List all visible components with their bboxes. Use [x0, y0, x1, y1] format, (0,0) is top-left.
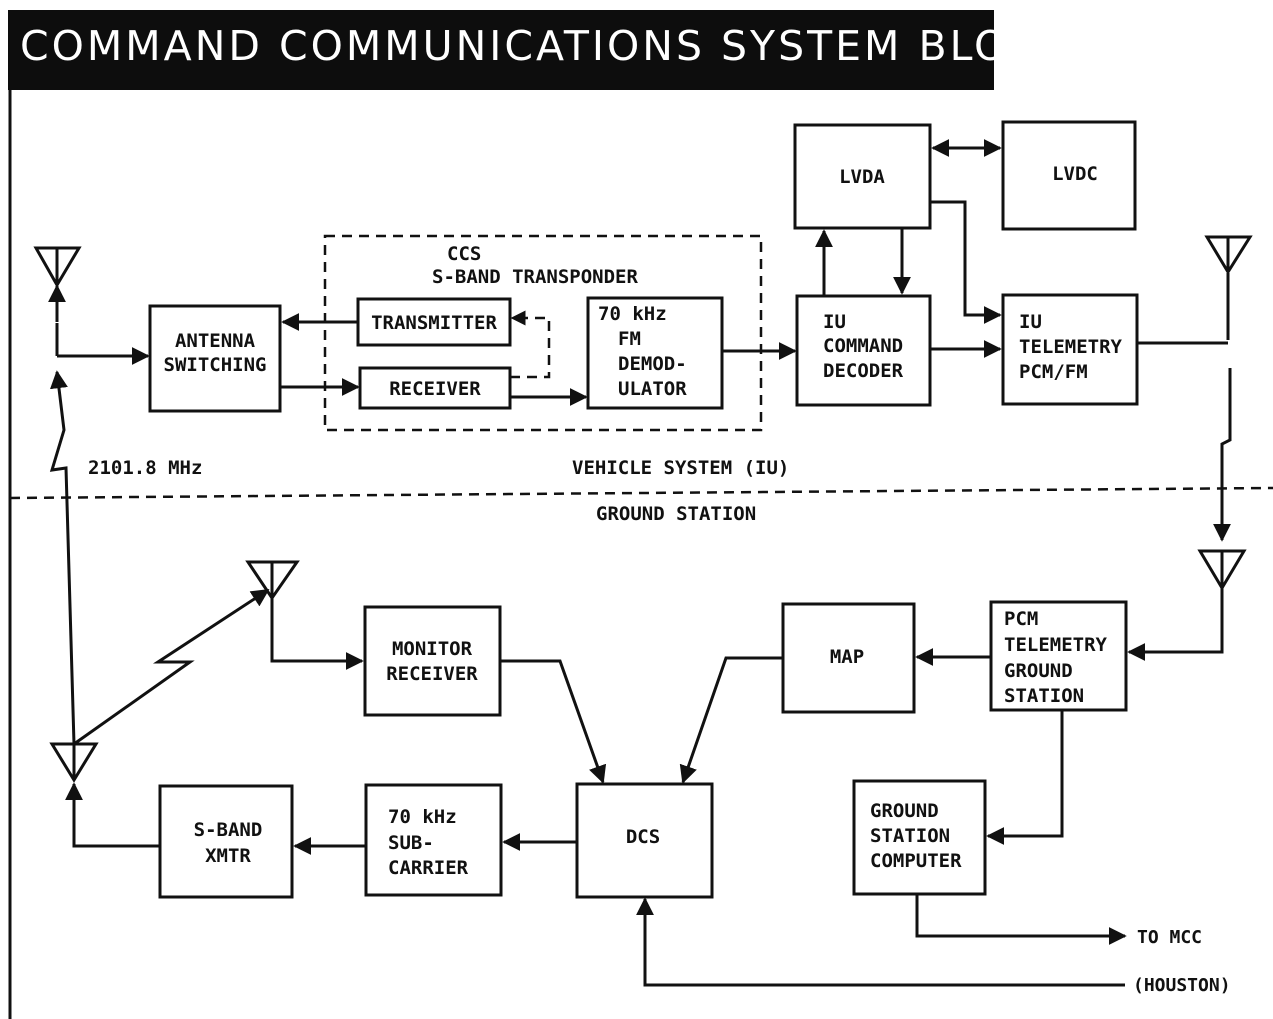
receiver-block: RECEIVER — [358, 366, 512, 410]
svg-text:RECEIVER: RECEIVER — [386, 663, 478, 685]
svg-text:DCS: DCS — [626, 826, 660, 848]
svg-text:ANTENNA: ANTENNA — [175, 330, 256, 352]
svg-text:PCM: PCM — [1004, 608, 1038, 630]
houston-to-dcs-arrow — [636, 897, 1125, 987]
lvda-to-telemetry-arrow — [930, 200, 1002, 324]
svg-text:GROUND: GROUND — [870, 800, 939, 822]
svg-text:CARRIER: CARRIER — [388, 857, 469, 879]
svg-text:COMPUTER: COMPUTER — [870, 850, 962, 872]
svg-text:COMMAND: COMMAND — [823, 335, 903, 357]
svg-text:LVDA: LVDA — [839, 166, 885, 188]
vehicle-system-label: VEHICLE SYSTEM (IU) — [572, 457, 789, 479]
transponder-label: S-BAND TRANSPONDER — [432, 266, 638, 288]
vehicle-left-antenna-icon — [33, 246, 82, 322]
antenna-to-monitor-arrow — [270, 598, 364, 670]
telemetry-downlink-path — [1213, 368, 1232, 542]
subcarrier-block: 70 kHz SUB- CARRIER — [364, 783, 503, 897]
fm-demodulator-block: 70 kHz FM DEMOD- ULATOR — [586, 296, 724, 410]
svg-text:STATION: STATION — [1004, 685, 1084, 707]
diagram-title: COMMAND COMMUNICATIONS SYSTEM BLOCK DIAG… — [20, 22, 1273, 70]
map-block: MAP — [781, 602, 916, 714]
pcm-telemetry-ground-station-block: PCM TELEMETRY GROUND STATION — [989, 600, 1128, 712]
lvda-block: LVDA — [793, 123, 932, 230]
svg-text:ULATOR: ULATOR — [618, 378, 687, 400]
monitor-to-dcs-arrow — [500, 659, 607, 784]
svg-text:RECEIVER: RECEIVER — [389, 378, 481, 400]
svg-text:DEMOD-: DEMOD- — [618, 353, 687, 375]
svg-text:TELEMETRY: TELEMETRY — [1019, 336, 1123, 358]
iu-command-decoder-block: IU COMMAND DECODER — [795, 294, 932, 407]
svg-text:IU: IU — [823, 311, 846, 333]
s-band-xmtr-block: S-BAND XMTR — [158, 784, 294, 899]
computer-to-mcc-arrow — [915, 894, 1127, 945]
uplink-rf-path — [49, 370, 76, 745]
ground-telemetry-antenna-icon — [1197, 549, 1247, 591]
dcs-block: DCS — [575, 782, 714, 899]
svg-text:TELEMETRY: TELEMETRY — [1004, 634, 1108, 656]
ground-station-computer-block: GROUND STATION COMPUTER — [852, 779, 987, 896]
svg-text:IU: IU — [1019, 311, 1042, 333]
ccs-transponder-enclosure — [323, 234, 763, 432]
svg-text:DECODER: DECODER — [823, 360, 904, 382]
svg-text:MAP: MAP — [830, 646, 864, 668]
svg-text:70 kHz: 70 kHz — [388, 806, 457, 828]
transmitter-block: TRANSMITTER — [356, 297, 512, 347]
houston-label: (HOUSTON) — [1133, 975, 1231, 996]
antenna-to-pcm-arrow — [1127, 588, 1224, 661]
svg-text:MONITOR: MONITOR — [392, 638, 473, 660]
monitor-receiver-block: MONITOR RECEIVER — [363, 605, 502, 717]
receiver-to-transmitter-loop — [510, 310, 551, 379]
vehicle-right-antenna-icon — [1204, 235, 1253, 340]
svg-text:TRANSMITTER: TRANSMITTER — [371, 312, 497, 334]
pcm-to-computer-arrow — [986, 710, 1064, 845]
svg-text:STATION: STATION — [870, 825, 950, 847]
antenna-switching-block: ANTENNA SWITCHING — [148, 304, 282, 413]
ground-station-label: GROUND STATION — [596, 503, 756, 525]
monitor-rf-path — [73, 588, 270, 746]
to-mcc-label: TO MCC — [1137, 927, 1202, 948]
monitor-antenna-icon — [245, 560, 300, 601]
svg-text:FM: FM — [618, 328, 641, 350]
xmtr-to-antenna-arrow — [65, 782, 160, 848]
svg-text:SUB-: SUB- — [388, 832, 434, 854]
svg-text:XMTR: XMTR — [205, 845, 251, 867]
map-to-dcs-arrow — [679, 656, 783, 784]
svg-text:GROUND: GROUND — [1004, 660, 1073, 682]
lvdc-block: LVDC — [1001, 120, 1137, 231]
iu-telemetry-block: IU TELEMETRY PCM/FM — [1001, 293, 1139, 406]
svg-text:LVDC: LVDC — [1052, 163, 1098, 185]
svg-text:70 kHz: 70 kHz — [598, 303, 667, 325]
ground-transmit-antenna-icon — [49, 742, 99, 783]
title-bar: COMMAND COMMUNICATIONS SYSTEM BLOCK DIAG… — [8, 10, 1273, 90]
svg-text:PCM/FM: PCM/FM — [1019, 361, 1088, 383]
ccs-label: CCS — [447, 243, 481, 265]
svg-text:S-BAND: S-BAND — [194, 819, 263, 841]
svg-text:SWITCHING: SWITCHING — [164, 354, 267, 376]
frequency-label: 2101.8 MHz — [88, 457, 202, 479]
system-divider — [9, 486, 1273, 500]
